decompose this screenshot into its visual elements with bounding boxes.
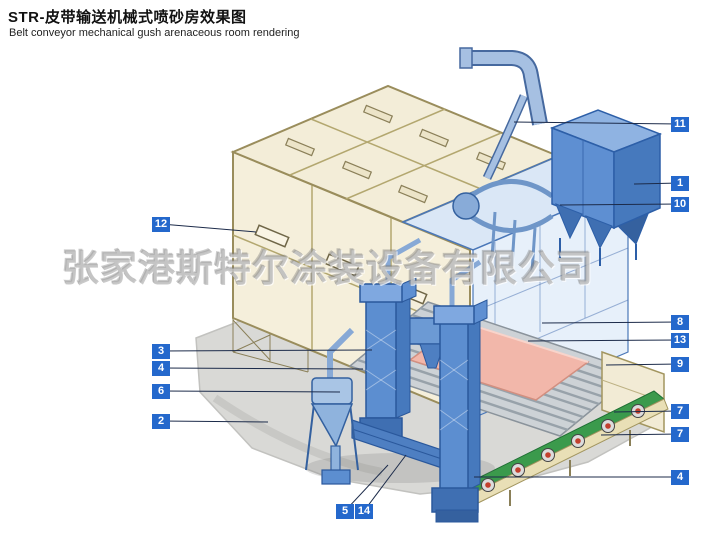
callout-5: 5 bbox=[336, 504, 354, 519]
leader-line-6 bbox=[160, 390, 341, 393]
leader-line-4 bbox=[160, 367, 364, 370]
callout-1: 1 bbox=[671, 176, 689, 191]
leader-line-8 bbox=[541, 321, 681, 324]
leader-line-12 bbox=[160, 223, 257, 233]
blast-manifold bbox=[452, 179, 554, 273]
callout-9: 9 bbox=[671, 357, 689, 372]
leader-line-7 bbox=[600, 433, 681, 436]
callout-11: 11 bbox=[671, 117, 689, 132]
callout-7: 7 bbox=[671, 404, 689, 419]
page-subtitle: Belt conveyor mechanical gush arenaceous… bbox=[9, 27, 300, 39]
callout-14: 14 bbox=[355, 504, 373, 519]
leader-line-9 bbox=[605, 363, 681, 366]
callout-8: 8 bbox=[671, 315, 689, 330]
callout-12: 12 bbox=[152, 217, 170, 232]
leader-line-10 bbox=[559, 203, 681, 206]
support-frame bbox=[232, 318, 309, 373]
callout-4: 4 bbox=[671, 470, 689, 485]
belt-conveyor bbox=[459, 390, 669, 506]
bucket-elevator-left bbox=[359, 277, 417, 441]
callout-6: 6 bbox=[152, 384, 170, 399]
callout-3: 3 bbox=[152, 344, 170, 359]
pipe-flange bbox=[459, 47, 473, 69]
leader-line-13 bbox=[527, 339, 681, 342]
leader-line-5 bbox=[344, 464, 389, 512]
page-title: STR-皮带输送机械式喷砂房效果图 bbox=[8, 9, 247, 26]
leader-line-7 bbox=[613, 410, 681, 413]
callout-4: 4 bbox=[152, 361, 170, 376]
callout-13: 13 bbox=[671, 333, 689, 348]
cyclone-separator bbox=[305, 377, 359, 485]
leader-line-14 bbox=[363, 454, 407, 512]
recovery-machinery bbox=[305, 237, 488, 523]
conveyor-rollers bbox=[481, 404, 645, 492]
callout-7: 7 bbox=[671, 427, 689, 442]
bucket-elevator-right bbox=[431, 299, 488, 523]
callout-10: 10 bbox=[671, 197, 689, 212]
leader-line-2 bbox=[160, 420, 269, 423]
callout-2: 2 bbox=[152, 414, 170, 429]
leader-line-11 bbox=[513, 121, 681, 125]
roof-vent-slots bbox=[284, 104, 507, 204]
leader-line-3 bbox=[160, 349, 373, 352]
